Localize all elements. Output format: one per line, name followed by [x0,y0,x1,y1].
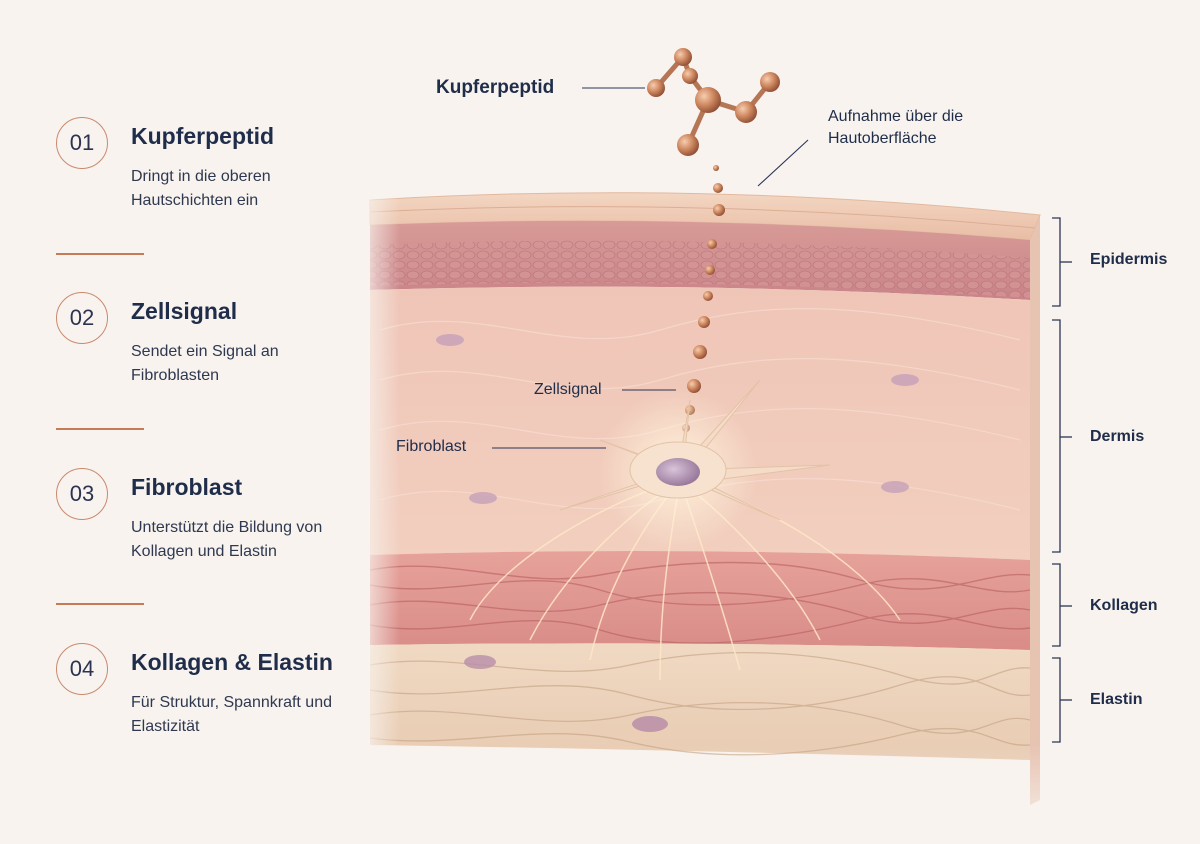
layer-brackets [1052,217,1072,743]
layer-label-elastin: Elastin [1090,691,1143,708]
collagen-layer [369,551,1031,650]
step-title: Zellsignal [131,298,238,324]
fibroblast-cell [559,379,831,550]
divider [56,253,144,255]
step-title: Kupferpeptid [131,123,275,149]
copper-peptide-molecule [647,48,780,156]
molecule-label: Kupferpeptid [436,77,555,98]
step-description: Unterstützt die Bildung von Kollagen und… [131,519,323,560]
step-number: 04 [56,643,108,695]
step-title: Kollagen & Elastin [131,649,333,675]
layer-label-dermis: Dermis [1090,428,1145,445]
epidermis-layer [370,220,1030,300]
step-description: Für Struktur, Spannkraft und Elastizität [131,694,332,735]
divider [56,428,144,430]
step-number: 03 [56,468,108,520]
step-description: Sendet ein Signal an Fibroblasten [131,343,279,384]
step-description: Dringt in die oberen Hautschichten ein [131,168,271,209]
signal-label: Zellsignal [534,381,602,398]
callout-lines [492,87,809,449]
step-title: Fibroblast [131,474,243,500]
step-number: 01 [56,117,108,169]
layer-label-collagen: Kollagen [1090,597,1158,614]
divider [56,603,144,605]
layer-label-epidermis: Epidermis [1090,251,1168,268]
uptake-label: Aufnahme über die Hautoberfläche [828,108,964,147]
elastin-layer [369,643,1031,760]
step-number: 02 [56,292,108,344]
fibroblast-label: Fibroblast [396,438,467,455]
